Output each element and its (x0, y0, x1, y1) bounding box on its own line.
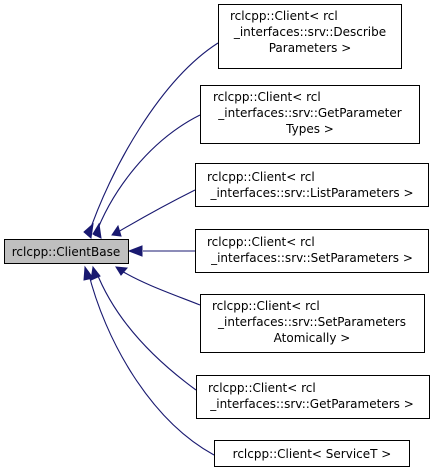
class-node-describe-parameters[interactable]: rclcpp::Client< rcl _interfaces::srv::De… (218, 4, 402, 69)
inheritance-edges (83, 42, 219, 456)
arrowhead-set-parameters-atomically (115, 266, 129, 276)
class-node-line: _interfaces::srv::ListParameters > (209, 186, 413, 200)
class-node-set-parameters[interactable]: rclcpp::Client< rcl _interfaces::srv::Se… (195, 229, 429, 273)
edge-get-parameter-types (94, 114, 201, 237)
base-class-node[interactable]: rclcpp::ClientBase (4, 239, 129, 264)
class-node-line: _interfaces::srv::SetParameters > (210, 251, 413, 265)
class-node-line: rclcpp::Client< rcl (213, 90, 321, 104)
class-node-line: rclcpp::Client< rcl (212, 299, 320, 313)
class-node-line: _interfaces::srv::GetParameter (217, 106, 401, 120)
arrowhead-set-parameters (127, 245, 143, 257)
edge-get-parameters (95, 270, 197, 391)
class-node-list-parameters[interactable]: rclcpp::Client< rcl _interfaces::srv::Li… (195, 163, 429, 207)
arrowhead-get-parameter-types (92, 222, 102, 239)
class-node-line: rclcpp::Client< rcl (230, 9, 338, 23)
class-node-line: Types > (285, 122, 334, 136)
class-node-line: rclcpp::Client< rcl (207, 170, 315, 184)
class-node-line: _interfaces::srv::Describe (233, 25, 386, 39)
class-node-line: Atomically > (274, 331, 351, 345)
arrowhead-list-parameters (111, 224, 122, 237)
class-node-line: Parameters > (269, 41, 352, 55)
class-node-set-parameters-atomically[interactable]: rclcpp::Client< rcl _interfaces::srv::Se… (200, 294, 425, 353)
arrowhead-describe-parameters (83, 222, 94, 239)
class-node-line: rclcpp::Client< rcl (207, 235, 315, 249)
arrowhead-get-parameters (90, 265, 101, 281)
class-node-get-parameter-types[interactable]: rclcpp::Client< rcl _interfaces::srv::Ge… (200, 85, 420, 144)
base-class-label: rclcpp::ClientBase (12, 245, 120, 259)
class-node-line: _interfaces::srv::GetParameters > (209, 397, 414, 411)
class-node-client-service-t[interactable]: rclcpp::Client< ServiceT > (214, 440, 410, 467)
class-node-get-parameters[interactable]: rclcpp::Client< rcl _interfaces::srv::Ge… (196, 375, 430, 419)
edge-list-parameters (117, 189, 196, 233)
class-node-line: _interfaces::srv::SetParameters (217, 315, 406, 329)
edge-client-service-t (87, 270, 215, 456)
edge-set-parameters-atomically (119, 269, 201, 306)
class-node-line: rclcpp::Client< rcl (208, 381, 316, 395)
class-node-line: rclcpp::Client< ServiceT > (233, 447, 392, 461)
edge-describe-parameters (87, 42, 219, 237)
arrowhead-client-service-t (83, 265, 94, 281)
